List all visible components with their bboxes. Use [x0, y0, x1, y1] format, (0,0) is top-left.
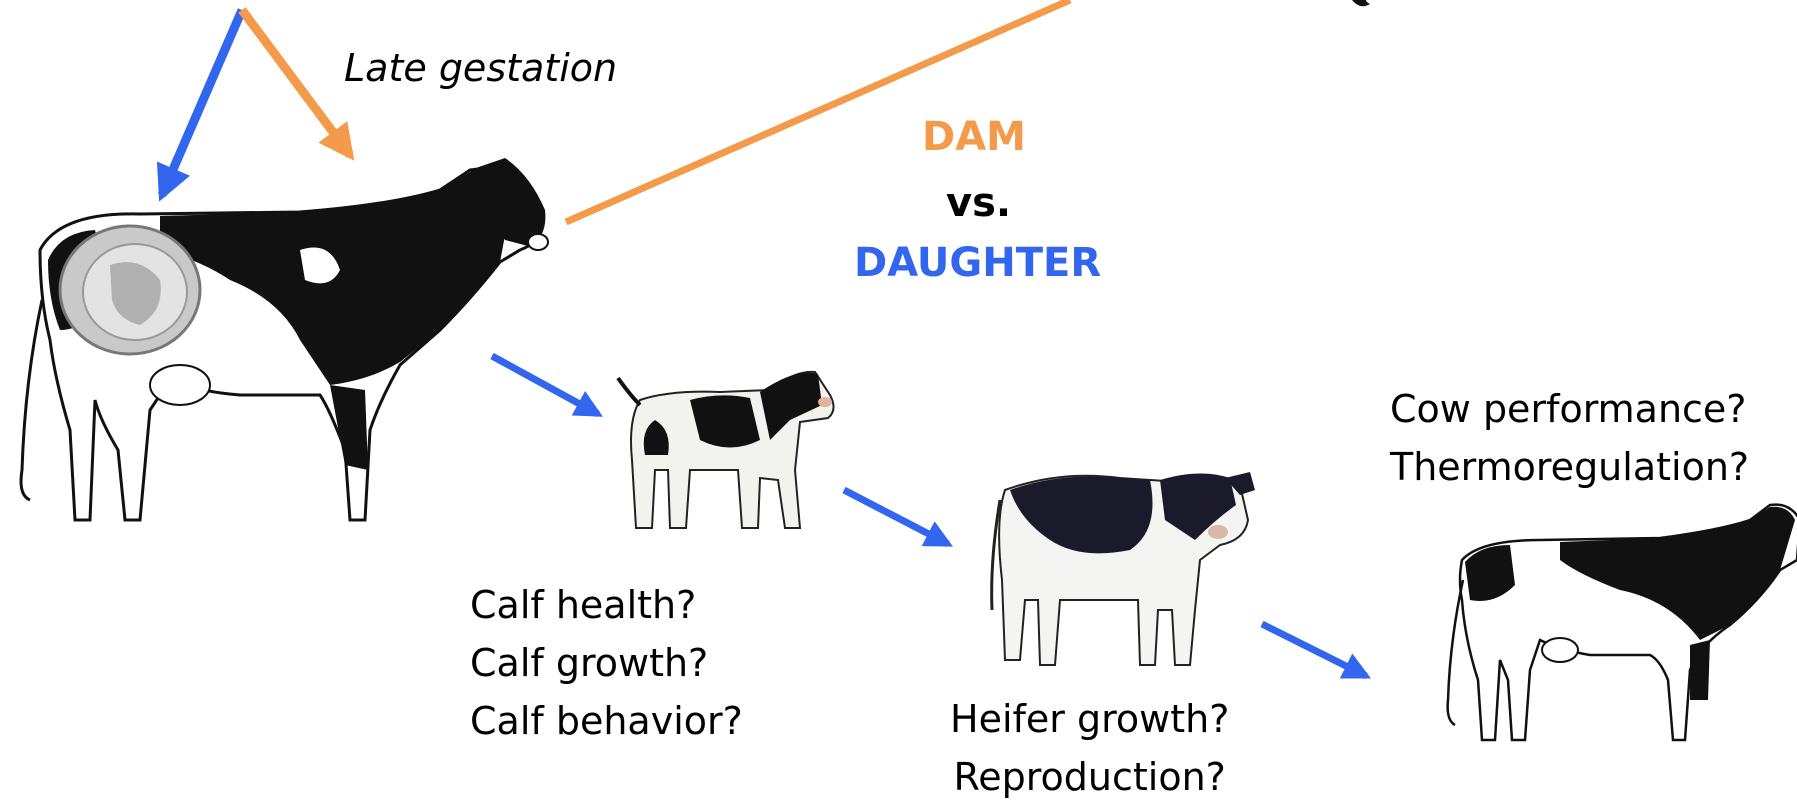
calf-question: Calf behavior?	[470, 692, 743, 750]
progression-arrow-1	[492, 356, 598, 414]
daughter-arrow-top	[162, 10, 242, 195]
dam-arrow-top	[242, 10, 350, 155]
calf-question: Calf growth?	[470, 634, 743, 692]
heifer-question: Reproduction?	[950, 748, 1229, 806]
calf-illustration	[618, 372, 834, 528]
calf-question: Calf health?	[470, 576, 743, 634]
heifer-illustration	[992, 472, 1255, 665]
progression-arrow-3	[1262, 624, 1366, 676]
cow-question: Thermoregulation?	[1390, 438, 1749, 496]
cow-illustration	[1448, 505, 1797, 740]
dam-label: DAM	[922, 114, 1026, 160]
heifer-questions: Heifer growth? Reproduction?	[950, 690, 1229, 806]
offscreen-figure-fragment	[1352, 0, 1370, 6]
progression-arrow-2	[844, 490, 948, 544]
daughter-label: DAUGHTER	[854, 240, 1101, 286]
late-gestation-label: Late gestation	[344, 46, 617, 90]
pregnant-cow-illustration	[21, 158, 548, 520]
heifer-question: Heifer growth?	[950, 690, 1229, 748]
vs-label: vs.	[946, 180, 1011, 226]
calf-questions: Calf health? Calf growth? Calf behavior?	[470, 576, 743, 750]
cow-question: Cow performance?	[1390, 380, 1749, 438]
cow-questions: Cow performance? Thermoregulation?	[1390, 380, 1749, 496]
